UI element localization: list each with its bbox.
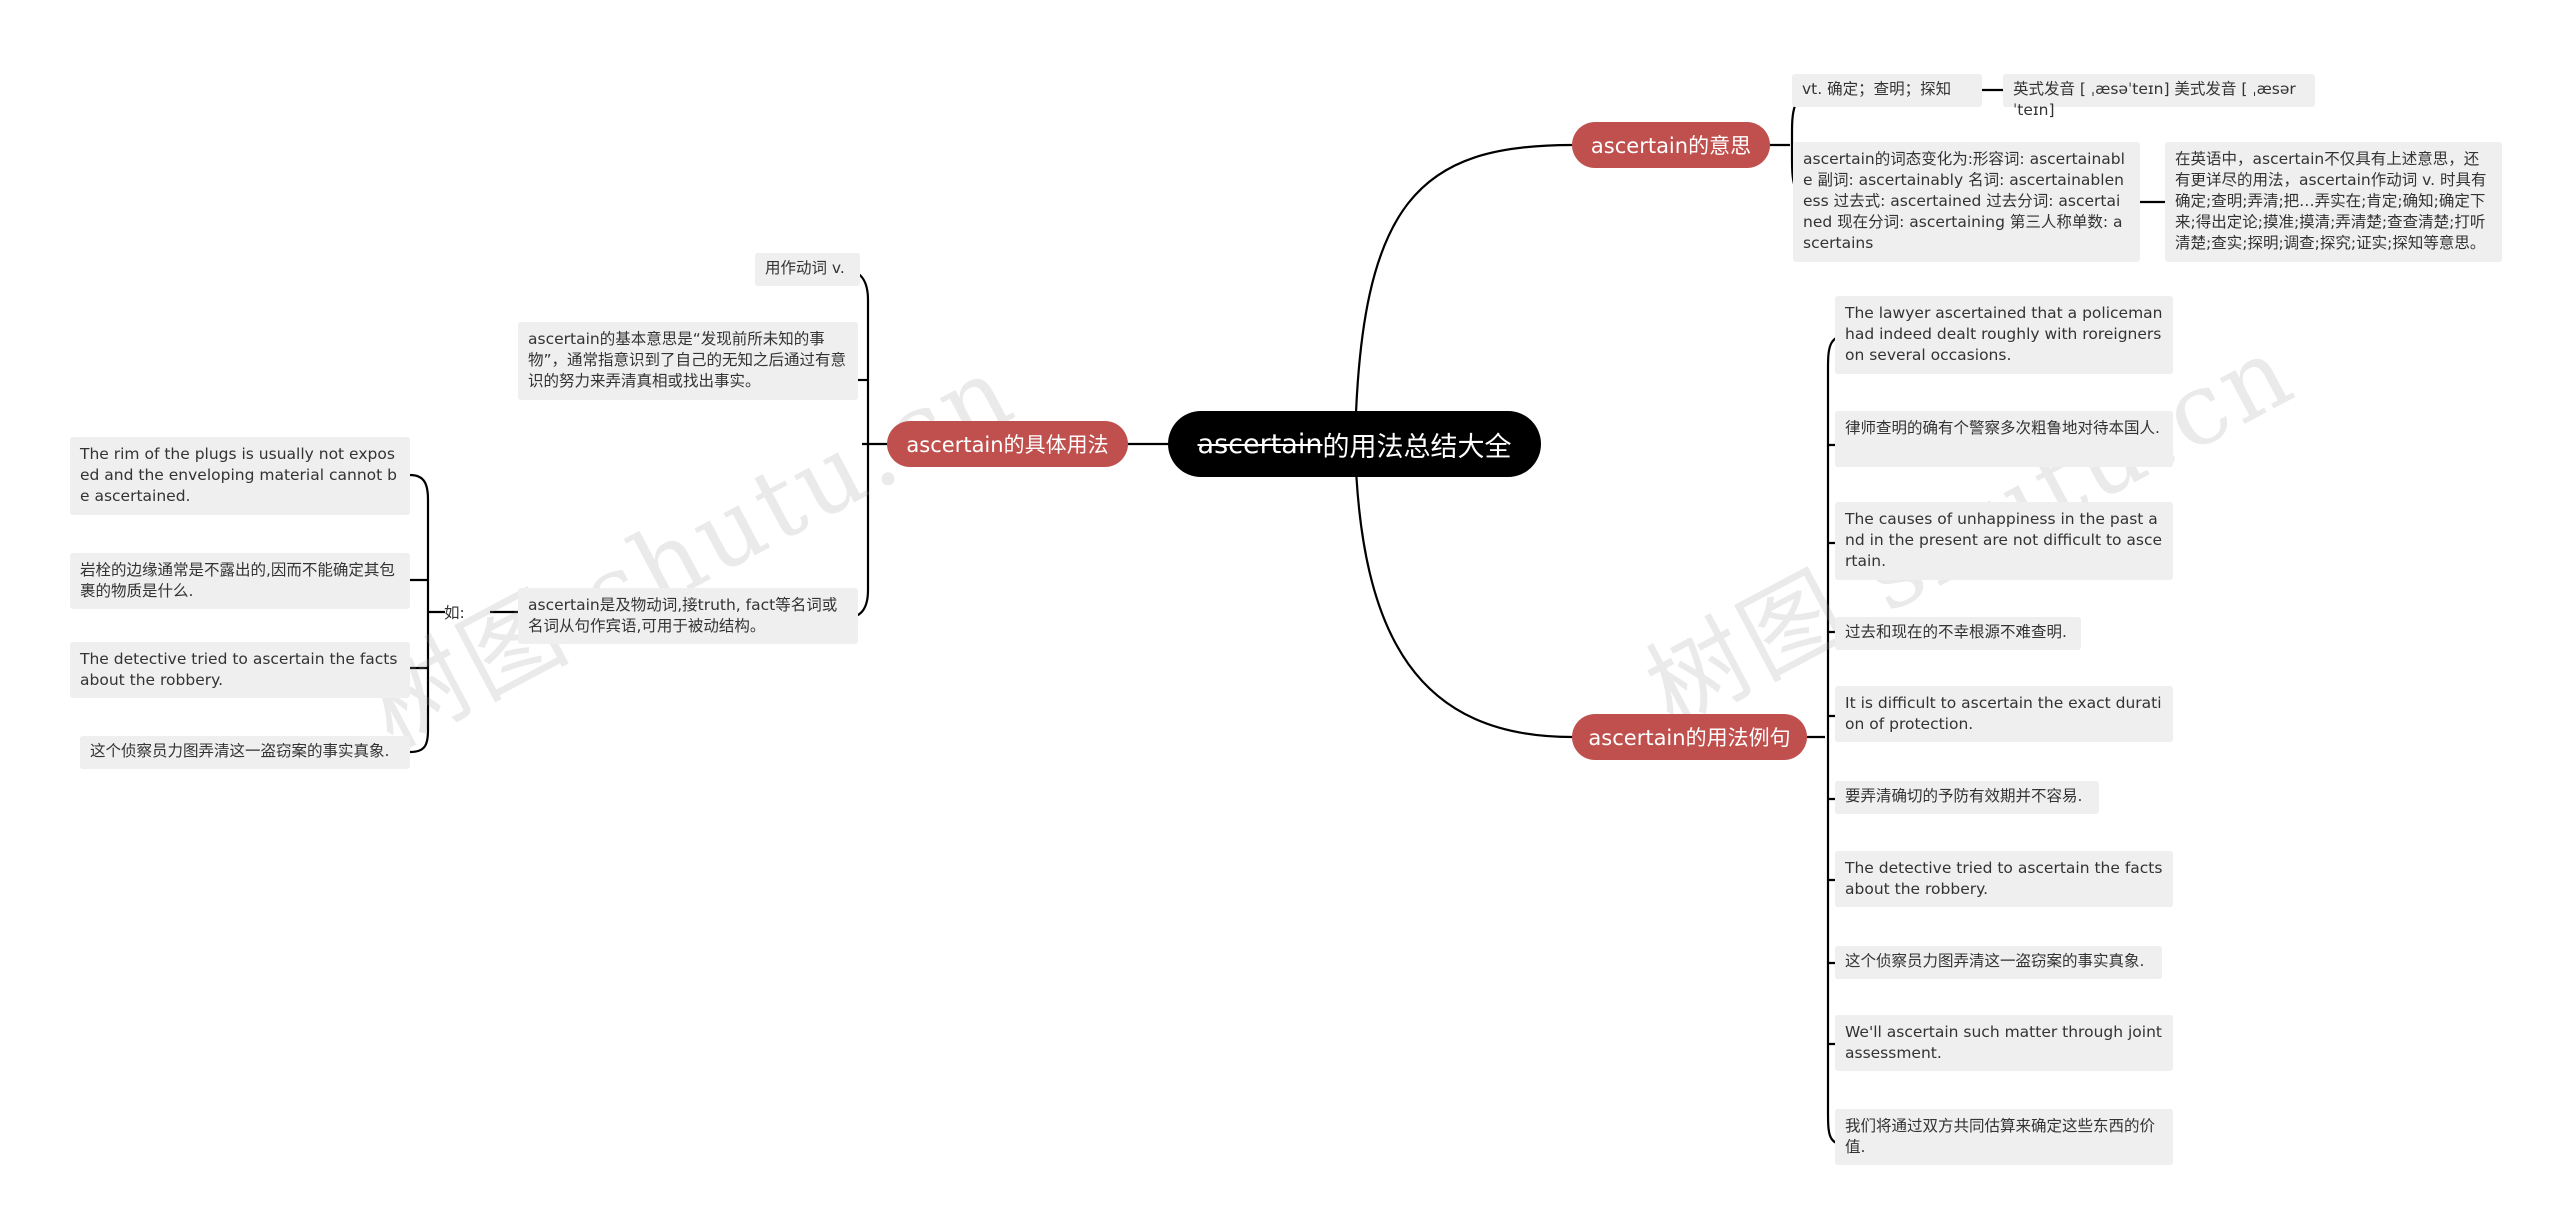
example-item[interactable]: 这个侦察员力图弄清这一盗窃案的事实真象. [1835, 946, 2162, 979]
usage-example-item[interactable]: 岩栓的边缘通常是不露出的,因而不能确定其包裹的物质是什么. [70, 553, 410, 609]
usage-basic[interactable]: ascertain的基本意思是“发现前所未知的事物”，通常指意识到了自己的无知之… [518, 322, 858, 400]
example-item[interactable]: The detective tried to ascertain the fac… [1835, 851, 2173, 907]
example-item[interactable]: 律师查明的确有个警察多次粗鲁地对待本国人. [1835, 411, 2173, 467]
example-item[interactable]: The causes of unhappiness in the past an… [1835, 502, 2173, 580]
meaning-extra[interactable]: 在英语中，ascertain不仅具有上述意思，还有更详尽的用法，ascertai… [2165, 142, 2502, 262]
example-item[interactable]: 过去和现在的不幸根源不难查明. [1835, 617, 2081, 650]
meaning-definition[interactable]: vt. 确定；查明；探知 [1792, 74, 1982, 107]
root-title-strike: ascertain [1197, 428, 1323, 460]
meaning-forms[interactable]: ascertain的词态变化为:形容词: ascertainable 副词: a… [1793, 142, 2140, 262]
example-item[interactable]: 要弄清确切的予防有效期并不容易. [1835, 781, 2099, 814]
meaning-pronunciation[interactable]: 英式发音 [ ˌæsəˈteɪn] 美式发音 [ ˌæsərˈteɪn] [2003, 74, 2315, 119]
root-title: 的用法总结大全 [1322, 431, 1512, 463]
example-item[interactable]: We'll ascertain such matter through join… [1835, 1015, 2173, 1071]
usage-example-item[interactable]: 这个侦察员力图弄清这一盗窃案的事实真象. [80, 736, 410, 769]
link-root-meaning [1353, 143, 1573, 445]
usage-example-item[interactable]: The detective tried to ascertain the fac… [70, 642, 410, 698]
branch-meaning[interactable]: ascertain的意思 [1572, 122, 1770, 168]
bracket-examples [1826, 333, 1849, 1147]
usage-pos[interactable]: 用作动词 v. [755, 253, 860, 286]
bracket-usage-examples [409, 473, 430, 754]
branch-usage[interactable]: ascertain的具体用法 [887, 421, 1128, 467]
usage-example-item[interactable]: The rim of the plugs is usually not expo… [70, 437, 410, 515]
branch-examples[interactable]: ascertain的用法例句 [1572, 714, 1807, 760]
example-item[interactable]: 我们将通过双方共同估算来确定这些东西的价值. [1835, 1109, 2173, 1165]
example-item[interactable]: It is difficult to ascertain the exact d… [1835, 686, 2173, 742]
link-root-examples [1353, 443, 1573, 739]
usage-transitive[interactable]: ascertain是及物动词,接truth, fact等名词或名词从句作宾语,可… [518, 588, 858, 644]
example-item[interactable]: The lawyer ascertained that a policeman … [1835, 296, 2173, 374]
usage-example-label: 如: [444, 604, 465, 622]
